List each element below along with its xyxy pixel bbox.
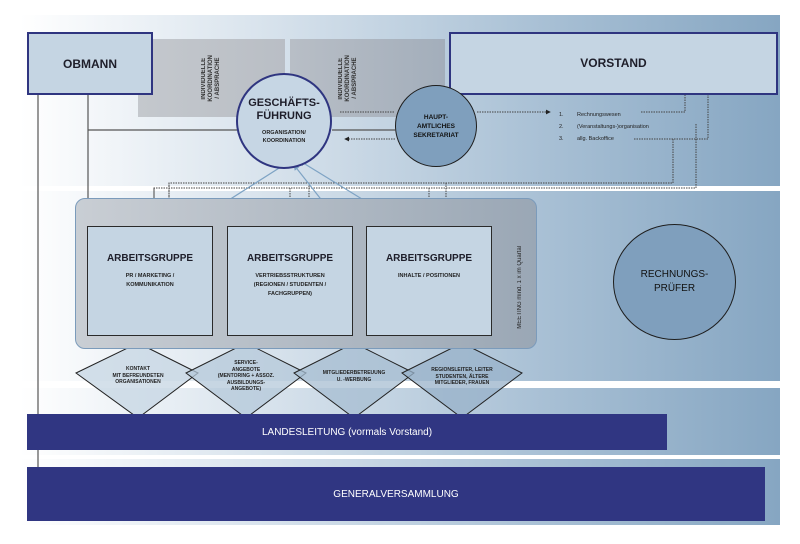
ag-subtitle: INHALTE / POSITIONEN [398,273,460,279]
task-label: Rechnungswesen [577,112,621,118]
obmann-label: OBMANN [63,56,117,71]
meeting-note: MEETING mind. 1 x im Quartal [512,232,528,342]
arbeitsgruppe-pr: ARBEITSGRUPPE PR / MARKETING / KOMMUNIKA… [87,226,213,336]
vorstand-label: VORSTAND [580,56,647,70]
ag-subtitle: PR / MARKETING / KOMMUNIKATION [125,273,175,288]
rechnungspruefer-circle: RECHNUNGS- PRÜFER [613,224,736,340]
obmann-box: OBMANN [27,32,153,95]
sek-line1: HAUPT- [423,113,449,121]
arbeitsgruppe-inhalte: ARBEITSGRUPPE INHALTE / POSITIONEN [366,226,492,336]
task-number: 2. [559,124,564,130]
diamond-text-kontakt: KONTAKT MIT BEFREUNDETEN ORGANISATIONEN [112,366,164,385]
ag-title: ARBEITSGRUPPE [106,253,194,264]
generalversammlung-label: GENERALVERSAMMLUNG [333,488,459,500]
task-list: 1. Rechnungswesen 2. (Veranstaltungs-)orga… [559,109,649,145]
geschaeftsfuehrung-circle: GESCHÄFTS- FÜHRUNG ORGANISATION/ KOORDIN… [236,73,332,169]
task3-to-vorstand-arrow [634,81,711,140]
vorstand-box: VORSTAND [449,32,778,95]
ag-title: ARBEITSGRUPPE [246,253,334,264]
gf-title-line2: FÜHRUNG [256,110,312,122]
sek-line3: SEKRETARIAT [413,131,459,139]
landesleitung-label: LANDESLEITUNG (vormals Vorstand) [261,426,433,438]
gf-title-line1: GESCHÄFTS- [248,97,320,109]
ag-title: ARBEITSGRUPPE [385,253,473,264]
meeting-note-text: MEETING mind. 1 x im Quartal [517,245,523,329]
landesleitung-bar: LANDESLEITUNG (vormals Vorstand) [27,414,667,450]
sekretariat-circle: HAUPT- AMTLICHES SEKRETARIAT [395,85,477,167]
ag-subtitle: VERTRIEBSSTRUKTUREN (REGIONEN / STUDENTE… [253,273,327,297]
task-number: 3. [559,136,564,142]
arbeitsgruppe-vertrieb: ARBEITSGRUPPE VERTRIEBSSTRUKTUREN (REGIO… [227,226,353,336]
task-item: 1. Rechnungswesen [559,109,649,121]
task3-distribution-line [168,139,674,212]
sek-line2: AMTLICHES [417,122,455,130]
task-item: 2. (Veranstaltungs-)organisation [559,121,649,133]
diamond-text-regionsleiter: REGIONSLEITER, LEITER STUDENTEN, ÄLTERE … [431,367,493,386]
task-number: 1. [559,112,564,118]
rp-line2: PRÜFER [653,283,696,294]
task-item: 3. allg. Backoffice [559,133,649,145]
rp-line1: RECHNUNGS- [640,269,709,280]
task-label: allg. Backoffice [577,136,614,142]
diamond-text-service: SERVICE- ANGEBOTE (MENTORING + ASSOZ. AU… [217,360,275,392]
task-label: (Veranstaltungs-)organisation [577,124,649,130]
gf-subtitle-line1: ORGANISATION/ [262,130,306,136]
diamond-text-mitglieder: MITGLIEDERBETREUUNG U. -WERBUNG [322,370,386,383]
generalversammlung-bar: GENERALVERSAMMLUNG [27,467,765,521]
gf-subtitle-line2: KOORDINATION [262,138,306,144]
